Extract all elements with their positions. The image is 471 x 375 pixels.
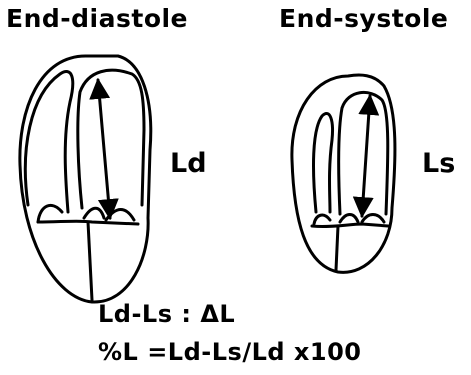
percent-formula: %L =Ld-Ls/Ld x100 [98,338,362,366]
ed-base-divider [88,222,92,300]
ed-outer-contour [20,56,151,302]
es-mid-leaflet [340,215,358,223]
ls-label: Ls [422,148,455,179]
end-systole-heart [292,75,395,272]
ls-arrow [362,96,370,216]
ed-left-leaflet [38,205,62,222]
es-lv-chamber [314,113,333,212]
es-left-leaflet [314,215,330,224]
delta-formula: Ld-Ls : ΔL [98,300,235,328]
ed-mid-leaflet [84,208,104,218]
end-diastole-heart [20,56,151,302]
ed-septum [78,70,144,208]
es-right-leaflet [362,215,384,223]
ld-arrow [98,80,110,218]
es-base-divider [336,226,338,270]
ld-label: Ld [170,148,207,179]
es-valve-plane [312,224,388,227]
